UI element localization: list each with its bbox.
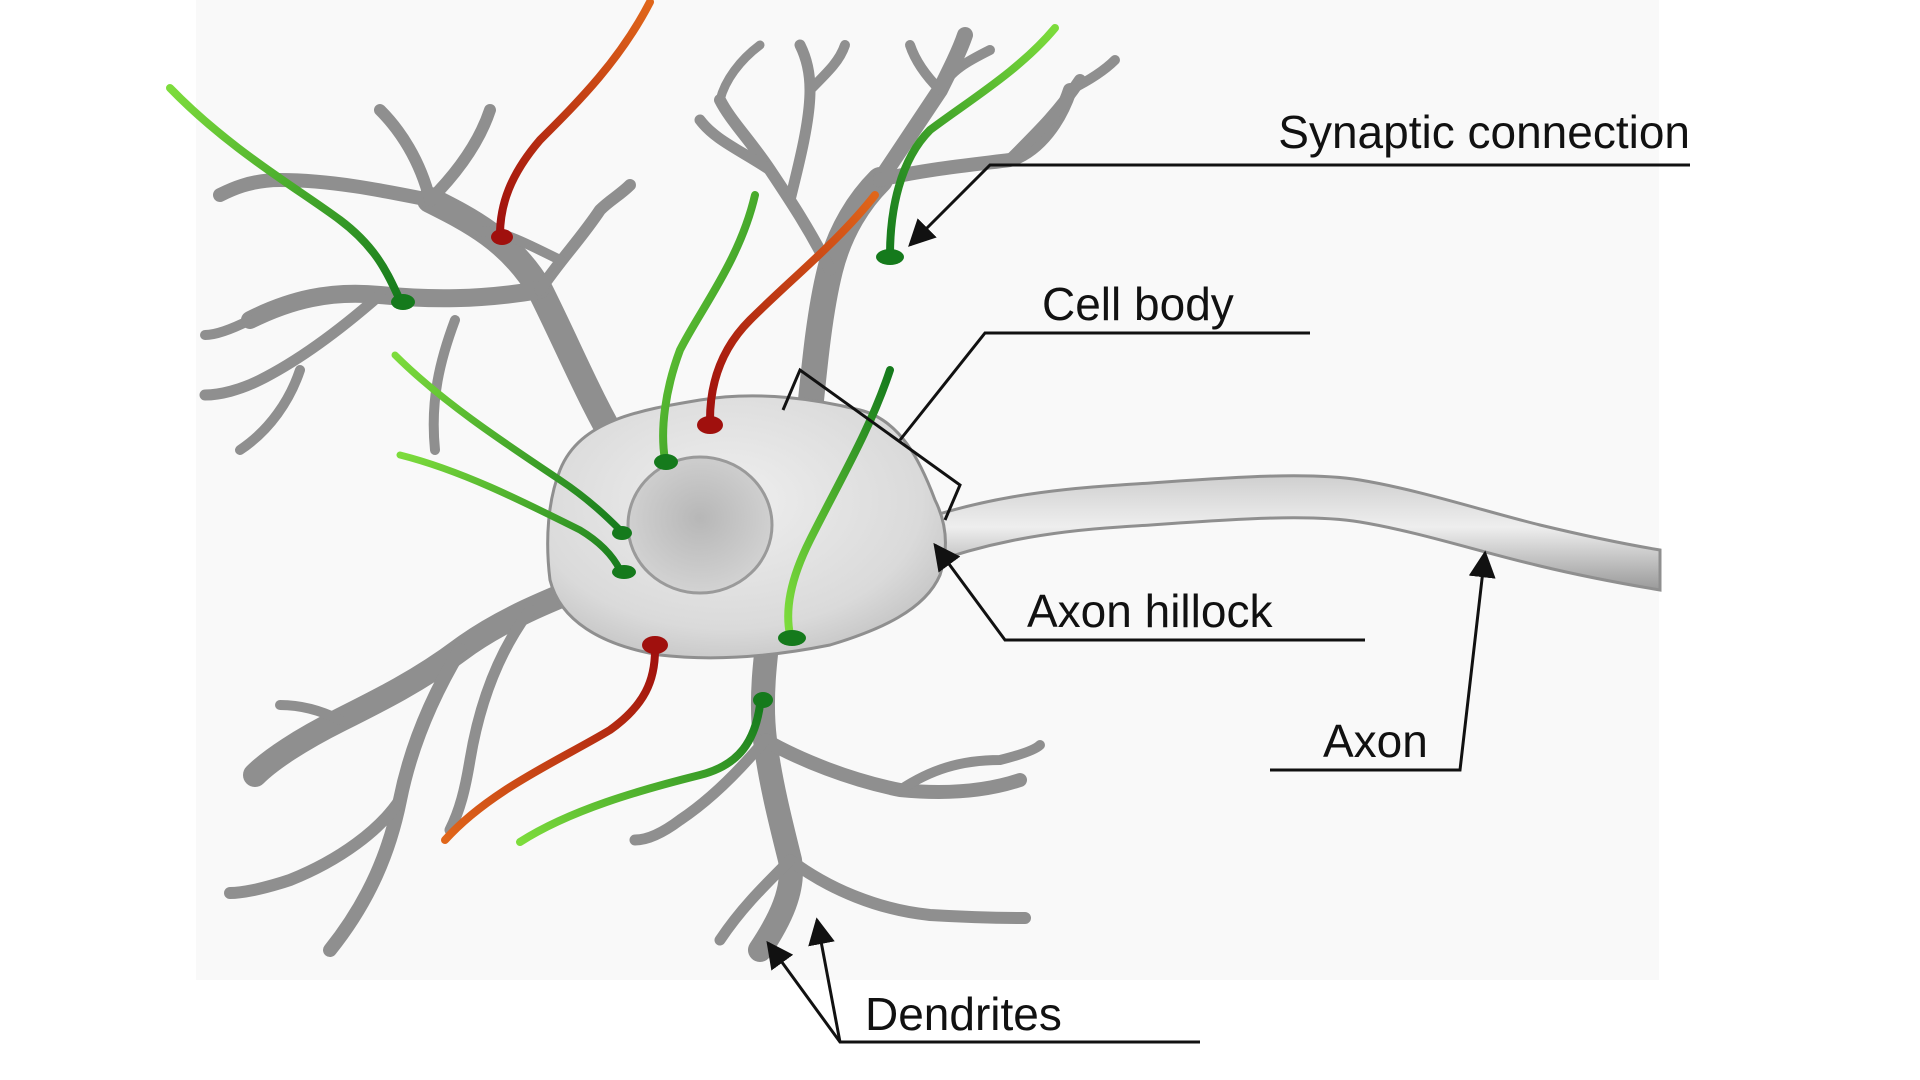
dendrites-leader: [766, 917, 1200, 1044]
label-synaptic-connection: Synaptic connection: [1278, 106, 1690, 158]
label-axon: Axon: [1323, 715, 1428, 767]
axon-shaft: [918, 474, 1662, 592]
axon-hillock-leader: [933, 542, 1365, 642]
synaptic-connection-leader: [908, 163, 1690, 247]
axon-leader: [1270, 550, 1496, 772]
nucleus: [626, 455, 774, 595]
label-dendrites: Dendrites: [865, 988, 1062, 1040]
label-axon-hillock: Axon hillock: [1027, 585, 1273, 637]
label-cell-body: Cell body: [1042, 278, 1234, 330]
inhibitory-synapses: [441, 0, 879, 844]
cell-body-leader: [781, 331, 1310, 521]
excitatory-synapses: [166, 24, 1059, 846]
